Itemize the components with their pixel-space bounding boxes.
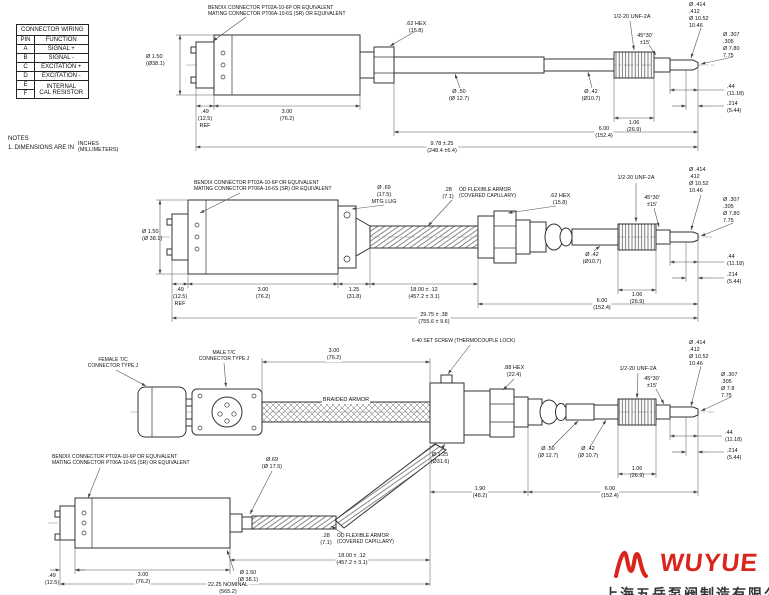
function-cell: SIGNAL - [33,53,89,63]
v3-head-len-label: 1.90(48.2) [471,486,489,500]
pin-cell: C [16,62,35,72]
v2-bendix-connector-note: BENDIX CONNECTOR PT02A-10-6P OR EQUIVALE… [194,180,332,193]
pin-cell: B [16,53,35,63]
v2-connector-len-label: .49(12.5)REF [172,287,188,307]
v2-overall-len-label: 29.75 ± .38(755.6 ± 9.6) [417,312,451,326]
company-name-partial: 上海五岳泵阀制造有限公司 [604,586,769,595]
v2-armor-size-label: .28(7.1) [442,187,454,200]
wiring-col-pin: PIN [16,35,35,45]
v3-body-len-label: 3.00(76.2) [134,572,152,586]
v3-thread-len-label: 1.06(26.9) [629,466,645,479]
function-cell: EXCITATION + [33,62,89,72]
v3-armor-note-label: OD FLEXIBLE ARMOR(COVERED CAPILLARY) [337,533,394,546]
function-cell: SIGNAL + [33,44,89,54]
v2-body-len-label: 3.00(76.2) [255,287,271,300]
pin-cell: F [16,89,35,99]
v3-braided-armor-label: BRAIDED ARMOR [321,397,371,404]
v3-stem-dia-label: Ø .42(Ø 10.7) [577,446,599,459]
function-cell: EXCITATION - [33,71,89,81]
v2-tip-len-label: .44(11.18) [727,254,745,267]
v3-thread-spec-label: 1/2-20 UNF-2A [619,366,657,372]
v1-hex-size-label: .62 HEX(15.8) [405,21,427,34]
v2-hex-size-label: .62 HEX(15.8) [549,193,571,206]
v3-body-dia-label: Ø 1.50(Ø 38.1) [236,570,260,584]
table-row: A SIGNAL + [16,44,89,54]
v2-tip-step-label: .214(5.44) [727,272,742,285]
v1-overall-len-label: 9.78 ±.25(248.4 ±6.4) [426,141,458,155]
v3-bendix-connector-note: BENDIX CONNECTOR PT02A-10-6P OR EQUIVALE… [52,454,190,467]
v3-overall-len-label: 22.25 NOMINAL(565.2) [206,582,250,595]
v1-probe-len-label: 6.00(152.4) [594,126,614,140]
notes-block: NOTES 1. DIMENSIONS ARE IN INCHES (MILLI… [8,136,118,153]
v3-hex-size-label: .88 HEX(22.4) [503,365,525,378]
v3-set-screw-note: 6-40 SET SCREW (THERMOCOUPLE LOCK) [412,338,515,344]
v1-chamfer-label: 45°30'±15' [637,33,653,46]
table-row: D EXCITATION - [16,71,89,81]
notes-units: INCHES (MILLIMETERS) [78,141,119,153]
v3-tip-len-label: .44(11.18) [725,430,743,443]
v1-stem-dia-label: Ø .42(Ø10.7) [581,89,601,102]
view1-transducer [176,16,734,151]
connector-wiring-table: CONNECTOR WIRING PIN FUNCTION A SIGNAL +… [16,24,89,99]
v2-chamfer-label: 45°30'±15' [644,195,660,208]
v2-stem-dia-label: Ø .42(Ø10.7) [582,252,602,265]
v1-shaft-dia-label: Ø .50(Ø 12.7) [448,89,470,102]
v3-head-dia-label: Ø 1.25(Ø31.6) [430,452,450,465]
notes-heading: NOTES [8,136,29,142]
function-cell: INTERNAL CAL RESISTOR [33,80,89,99]
v2-armor-note-label: OD FLEXIBLE ARMOR(COVERED CAPILLARY) [459,187,516,200]
v3-armor-len-label: 18.00 ± .12(457.2 ± 3.1) [335,553,369,567]
v1-thread-len-label: 1.06(26.9) [626,120,642,133]
v3-probe-len-label: 6.00(152.4) [600,486,620,500]
table-row: B SIGNAL - [16,53,89,63]
v2-lug-len-label: 1.25(31.8) [346,287,362,300]
wiring-col-function: FUNCTION [33,35,89,45]
v3-connector-len-label: .49(12.5) [44,573,60,586]
table-row: F [16,89,89,99]
v2-body-dia-label: Ø 1.50(Ø 38.1) [142,229,163,242]
v3-top-len-label: 3.00(76.2) [325,348,343,362]
wuyue-logo: WUYUE [612,546,760,580]
pin-cell: D [16,71,35,81]
v2-probe-len-label: 6.00(152.4) [592,298,612,312]
pin-cell: E [16,80,35,90]
v2-thread-len-label: 1.06(26.9) [629,292,645,305]
wuyue-logo-text: WUYUE [658,548,760,577]
v3-armor-size-label: .28(7.1) [320,533,332,546]
v1-body-dia-label: Ø 1.50(Ø38.1) [146,54,165,67]
wuyue-logo-icon [614,550,648,578]
v3-tip-step-label: .214(5.44) [727,448,742,461]
table-row: C EXCITATION + [16,62,89,72]
v1-tip-step-label: .214(5.44) [727,101,742,114]
v2-armor-len-label: 18.00 ± .12(457.2 ± 3.1) [408,287,440,300]
wiring-table-title: CONNECTOR WIRING [16,24,89,36]
v1-connector-len-label: .49(12.5)REF [197,109,213,129]
v1-thread-spec-label: 1/2-20 UNF-2A [613,14,651,20]
notes-item-1: 1. DIMENSIONS ARE IN [8,145,75,151]
pin-cell: A [16,44,35,54]
table-row: E INTERNAL CAL RESISTOR [16,80,89,99]
v3-chamfer-label: 45°30'±15' [644,376,660,389]
v1-tip-len-label: .44(11.18) [727,84,745,97]
v1-bendix-connector-note: BENDIX CONNECTOR PT02A-10-6P OR EQUIVALE… [208,5,346,18]
v2-mtg-lug-label: Ø .69(17.5)MTG LUG [371,185,397,205]
v1-body-len-label: 3.00(76.2) [279,109,295,122]
v3-shaft-dia-label: Ø .50(Ø 12.7) [537,446,559,459]
view3-thermocouple-assembly [48,344,732,586]
v3-lug-dia-label: Ø.69(Ø 17.5) [261,457,283,470]
v2-thread-spec-label: 1/2-20 UNF-2A [617,175,655,181]
view2-transducer-flexible-armor [156,183,734,322]
